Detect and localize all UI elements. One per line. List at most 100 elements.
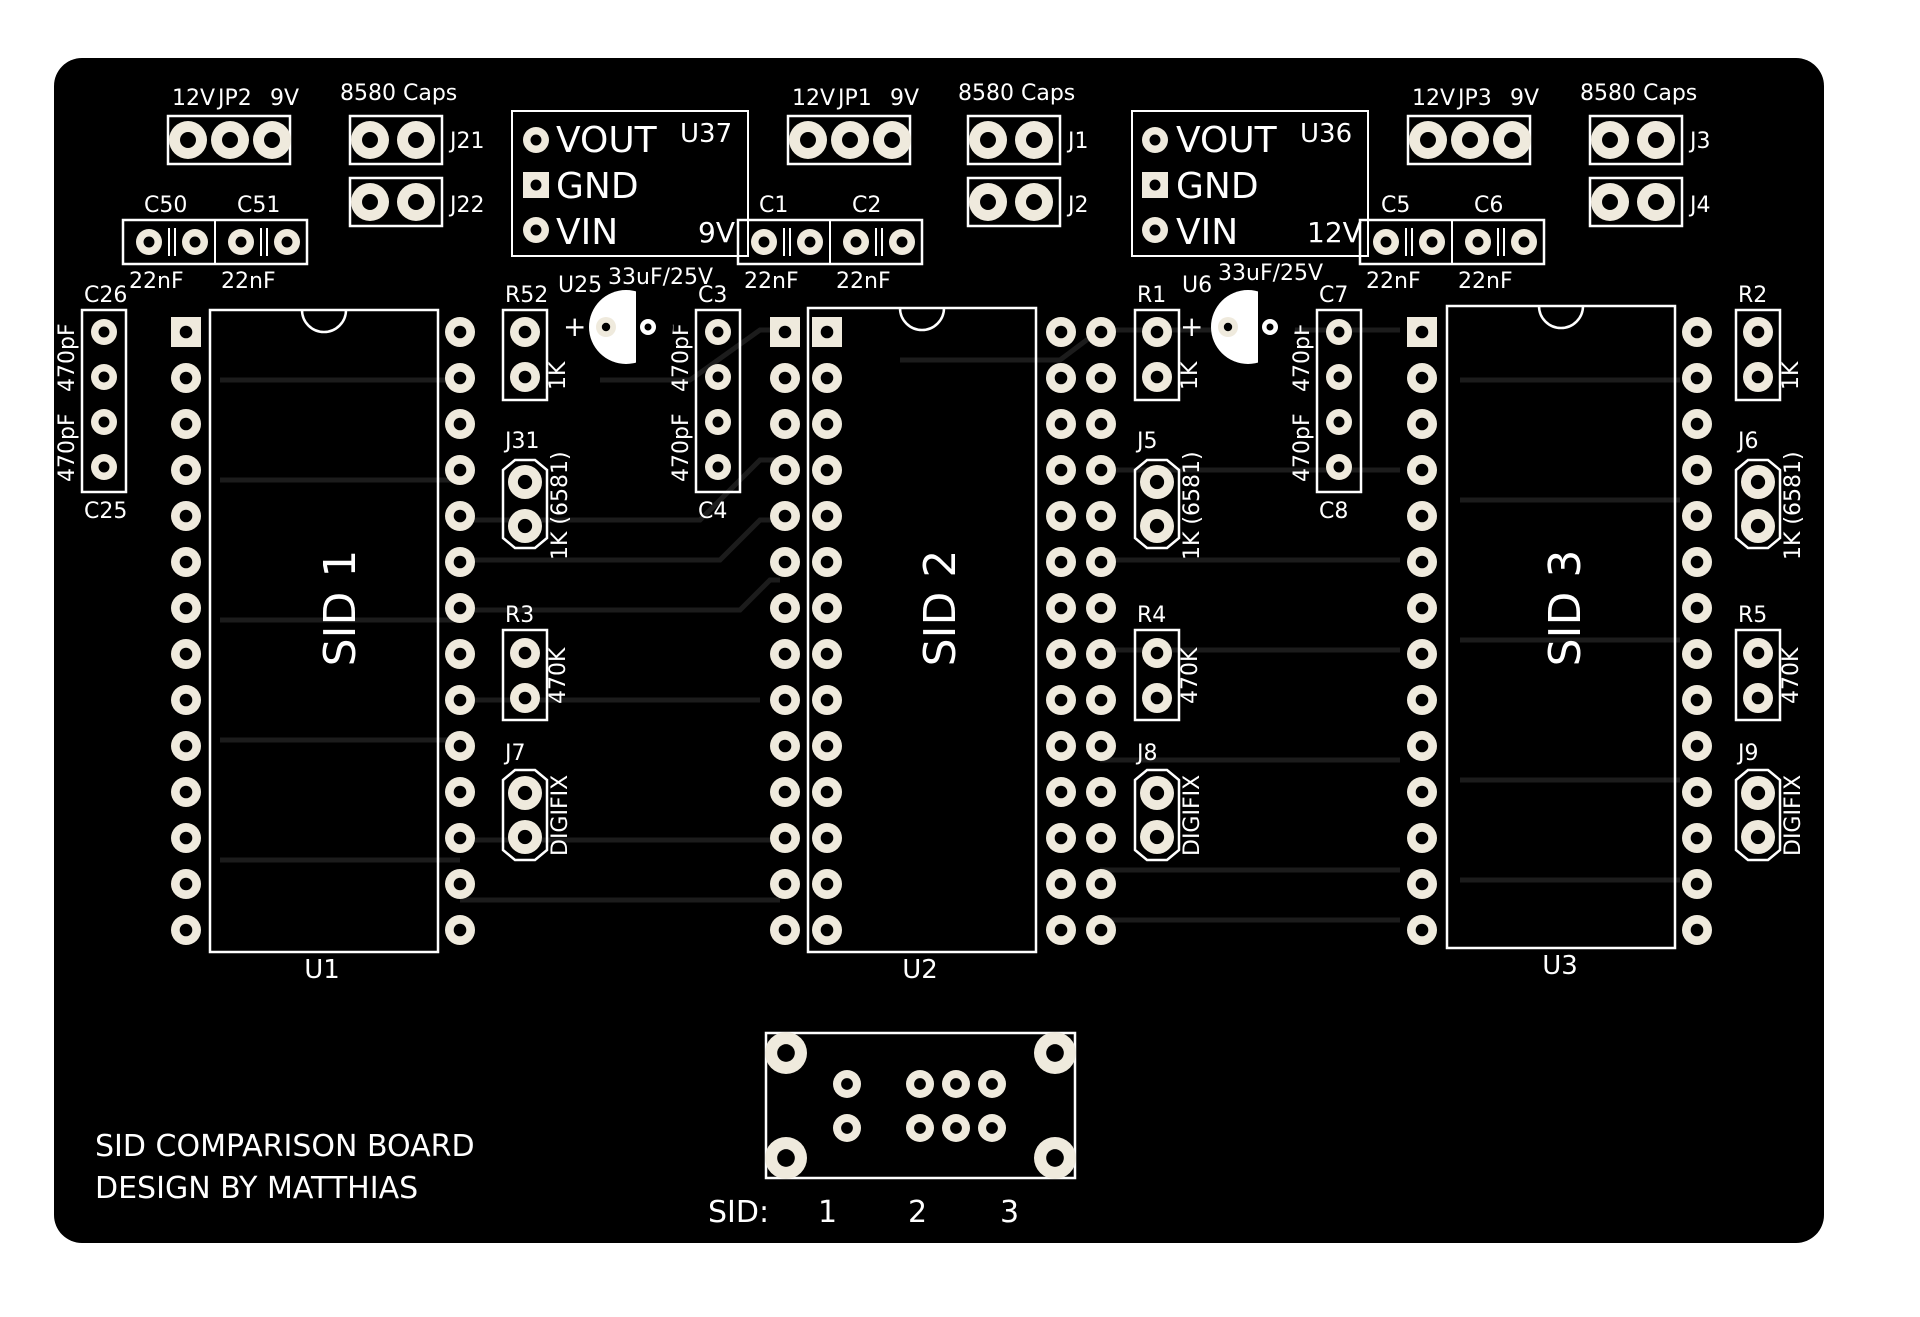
u36-gnd-label: GND	[1176, 166, 1259, 207]
s3-r2-ref: R5	[1738, 603, 1767, 628]
u1-pin-left-3-hole	[179, 417, 193, 431]
u37-voltage: 9V	[698, 216, 735, 249]
s1-jf-outline	[501, 458, 549, 550]
s1-r2-outline	[501, 628, 549, 722]
s3-r1-ref: R2	[1738, 283, 1767, 308]
u2-socket-right-7-hole	[1094, 601, 1108, 615]
s3-jd-outline	[1734, 768, 1782, 862]
u2-pin-right-14-hole	[1054, 923, 1068, 937]
s2-cap-a-pin-2-hole	[804, 236, 816, 248]
switch-pin-top-4-hole	[986, 1078, 998, 1090]
s3-r1-outline	[1734, 308, 1782, 402]
s3-cap-b-pin-2-hole	[1518, 236, 1530, 248]
u37-outline	[511, 110, 749, 257]
switch-pin-bottom-2-hole	[914, 1122, 926, 1134]
switch-label: SID:	[708, 1195, 769, 1230]
u2-pin-left-5-hole	[820, 509, 834, 523]
u1-pin-right-9-hole	[453, 693, 467, 707]
u1-pin-left-14-hole	[179, 923, 193, 937]
s3-jp-ref-label: JP3	[1456, 86, 1492, 111]
s2-jp-9v-label: 9V	[890, 86, 919, 111]
s3-cpf-pin-3-hole	[1333, 416, 1345, 428]
s3-jf-pin-1-hole	[1750, 474, 1766, 490]
s2-caps-label: 8580 Caps	[958, 81, 1075, 106]
u1-pin-right-4-hole	[453, 463, 467, 477]
u6-pin-minus-hole	[1266, 323, 1274, 331]
u2-socket-right-6-hole	[1094, 555, 1108, 569]
s3-cap-b-pin-1-hole	[1472, 236, 1484, 248]
u6-pin-plus-hole	[1223, 322, 1233, 332]
s1-jd-ref: J7	[503, 741, 526, 766]
s1-cpf-bot-val: 470pF	[55, 413, 80, 482]
u2-pin-left-14-hole	[820, 923, 834, 937]
switch-pin-top-3-hole	[950, 1078, 962, 1090]
s1-cap-a-pin-2-hole	[189, 236, 201, 248]
u2-socket-right-3-hole	[1094, 417, 1108, 431]
u2-pin-right-12-hole	[1054, 831, 1068, 845]
s2-jd-val: DIGIFIX	[1180, 775, 1205, 856]
s1-r1-pin-1-hole	[518, 325, 532, 339]
u37-pad-vin-hole	[530, 224, 542, 236]
u3-pin-left-1-hole	[1415, 325, 1429, 339]
u2-socket-left-11-hole	[778, 785, 792, 799]
s3-jf-val: 1K (6581)	[1781, 451, 1806, 560]
u2-pin-left-4-hole	[820, 463, 834, 477]
s3-ja-outline	[1588, 114, 1684, 166]
s3-r2-pin-2-hole	[1751, 691, 1765, 705]
s1-r1-val: 1K	[546, 361, 571, 390]
s1-ca-val: 22nF	[129, 269, 184, 294]
u1-notch	[300, 309, 348, 334]
u1-pin-right-3-hole	[453, 417, 467, 431]
s3-ca-ref: C5	[1381, 193, 1410, 218]
u6-plus: +	[1180, 310, 1203, 343]
s2-cpf-pin-4-hole	[712, 461, 724, 473]
u3-pin-left-7-hole	[1415, 601, 1429, 615]
s3-ja-pin-1-hole	[1602, 132, 1618, 148]
s1-r1-pin-2-hole	[518, 370, 532, 384]
u36-pad-gnd-hole	[1149, 179, 1161, 191]
u1-pin-left-13-hole	[179, 877, 193, 891]
switch-pin-top-1-hole	[841, 1078, 853, 1090]
s1-cb-val: 22nF	[221, 269, 276, 294]
u2-socket-left-1-hole	[778, 325, 792, 339]
u1-pin-left-4-hole	[179, 463, 193, 477]
u2-socket-left-6-hole	[778, 555, 792, 569]
s1-r1-outline	[501, 308, 549, 402]
s3-ja-pin-2-hole	[1648, 132, 1664, 148]
s3-r2-pin-1-hole	[1751, 646, 1765, 660]
switch-mount-4-hole	[1046, 1149, 1064, 1167]
u2-socket-right-9-hole	[1094, 693, 1108, 707]
u3-pin-left-13-hole	[1415, 877, 1429, 891]
u1-pin-left-10-hole	[179, 739, 193, 753]
s1-cap-b-pin-2-hole	[281, 236, 293, 248]
u1-pin-right-14-hole	[453, 923, 467, 937]
switch-mount-3-hole	[777, 1149, 795, 1167]
u2-pin-left-13-hole	[820, 877, 834, 891]
s2-ca-val: 22nF	[744, 269, 799, 294]
s1-caps-label: 8580 Caps	[340, 81, 457, 106]
u37-ref: U37	[680, 119, 732, 149]
s3-jd-val: DIGIFIX	[1781, 775, 1806, 856]
s3-cpf-outline	[1315, 308, 1363, 494]
u6-ref: U6	[1182, 273, 1212, 298]
s3-cap-a-pin-2-hole	[1426, 236, 1438, 248]
u3-pin-right-13-hole	[1690, 877, 1704, 891]
s2-ja-outline	[966, 114, 1062, 166]
switch-pos-3: 3	[1000, 1195, 1019, 1230]
u36-voltage: 12V	[1307, 216, 1362, 249]
u36-vin-label: VIN	[1176, 212, 1238, 253]
u2-socket-right-5-hole	[1094, 509, 1108, 523]
u2-pin-right-3-hole	[1054, 417, 1068, 431]
s3-jp-9v-label: 9V	[1510, 86, 1539, 111]
s1-jf-pin-1-hole	[517, 474, 533, 490]
u2-body	[806, 306, 1038, 954]
s3-cap-a-pin-1-hole	[1380, 236, 1392, 248]
u3-pin-left-6-hole	[1415, 555, 1429, 569]
s2-ja-pin-2-hole	[1026, 132, 1042, 148]
s1-cpf-top-val: 470pF	[55, 323, 80, 392]
u3-pin-right-1-hole	[1690, 325, 1704, 339]
s2-cb-ref: C2	[852, 193, 881, 218]
u1-pin-left-5-hole	[179, 509, 193, 523]
u2-pin-left-9-hole	[820, 693, 834, 707]
s2-jb-label: J2	[1066, 193, 1089, 218]
